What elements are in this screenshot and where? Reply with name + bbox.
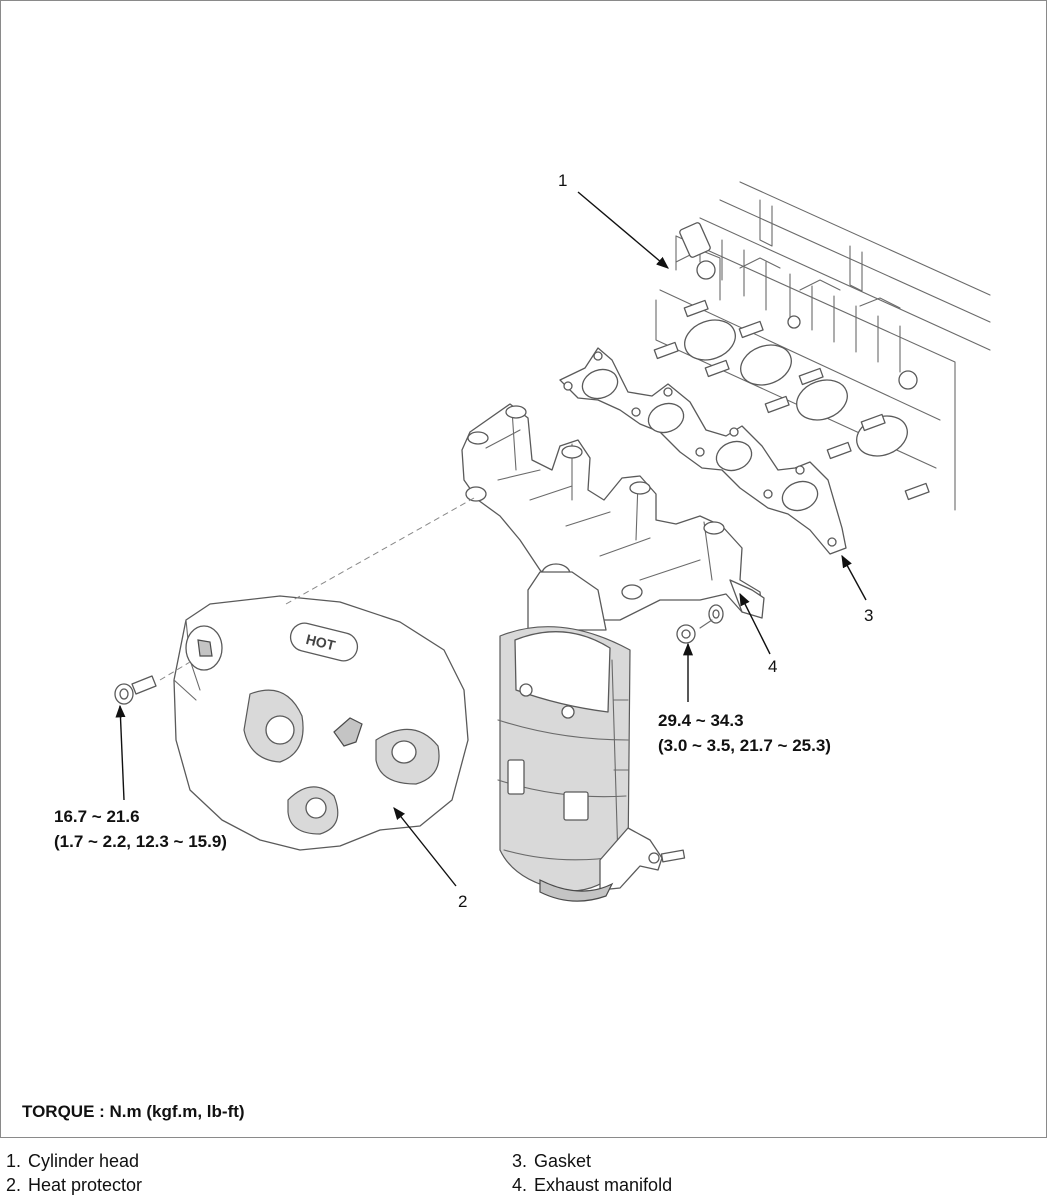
torque-arrow-bolt (115, 704, 126, 801)
callout-4: 4 (768, 657, 777, 676)
alignment-line (285, 497, 475, 605)
torque-nut-line2: (3.0 ~ 3.5, 21.7 ~ 25.3) (658, 736, 831, 755)
callout-arrow-3 (841, 554, 867, 601)
callout-arrow-4 (739, 592, 771, 655)
heat-protector-bolt (114, 675, 157, 705)
parts-legend-item: 1.Cylinder head (6, 1151, 140, 1171)
heat-protector: HOT (173, 595, 469, 851)
exhaust-manifold (461, 403, 765, 902)
torque-units-note: TORQUE : N.m (kgf.m, lb-ft) (22, 1102, 245, 1121)
parts-legend-item: 2.Heat protector (6, 1175, 143, 1195)
hot-label-icon: HOT (304, 631, 337, 654)
exhaust-manifold-exploded-diagram: HOT 1 2 3 4 29.4 ~ 34.3 (3.0 ~ 3.5, 21.7… (54, 171, 991, 911)
callout-arrow-2 (393, 807, 457, 887)
gasket (559, 347, 847, 555)
torque-bolt-line1: 16.7 ~ 21.6 (54, 807, 140, 826)
diagram-frame (0, 0, 1047, 1138)
callout-3: 3 (864, 606, 873, 625)
cylinder-head (653, 181, 991, 511)
parts-legend-item: 3.Gasket (512, 1151, 592, 1171)
alignment-line (159, 661, 191, 681)
callout-2: 2 (458, 892, 467, 911)
callout-arrow-1 (577, 191, 669, 269)
manifold-nut (676, 604, 724, 644)
torque-nut-line1: 29.4 ~ 34.3 (658, 711, 744, 730)
parts-legend-item: 4.Exhaust manifold (512, 1175, 673, 1195)
callout-1: 1 (558, 171, 567, 190)
torque-bolt-line2: (1.7 ~ 2.2, 12.3 ~ 15.9) (54, 832, 227, 851)
